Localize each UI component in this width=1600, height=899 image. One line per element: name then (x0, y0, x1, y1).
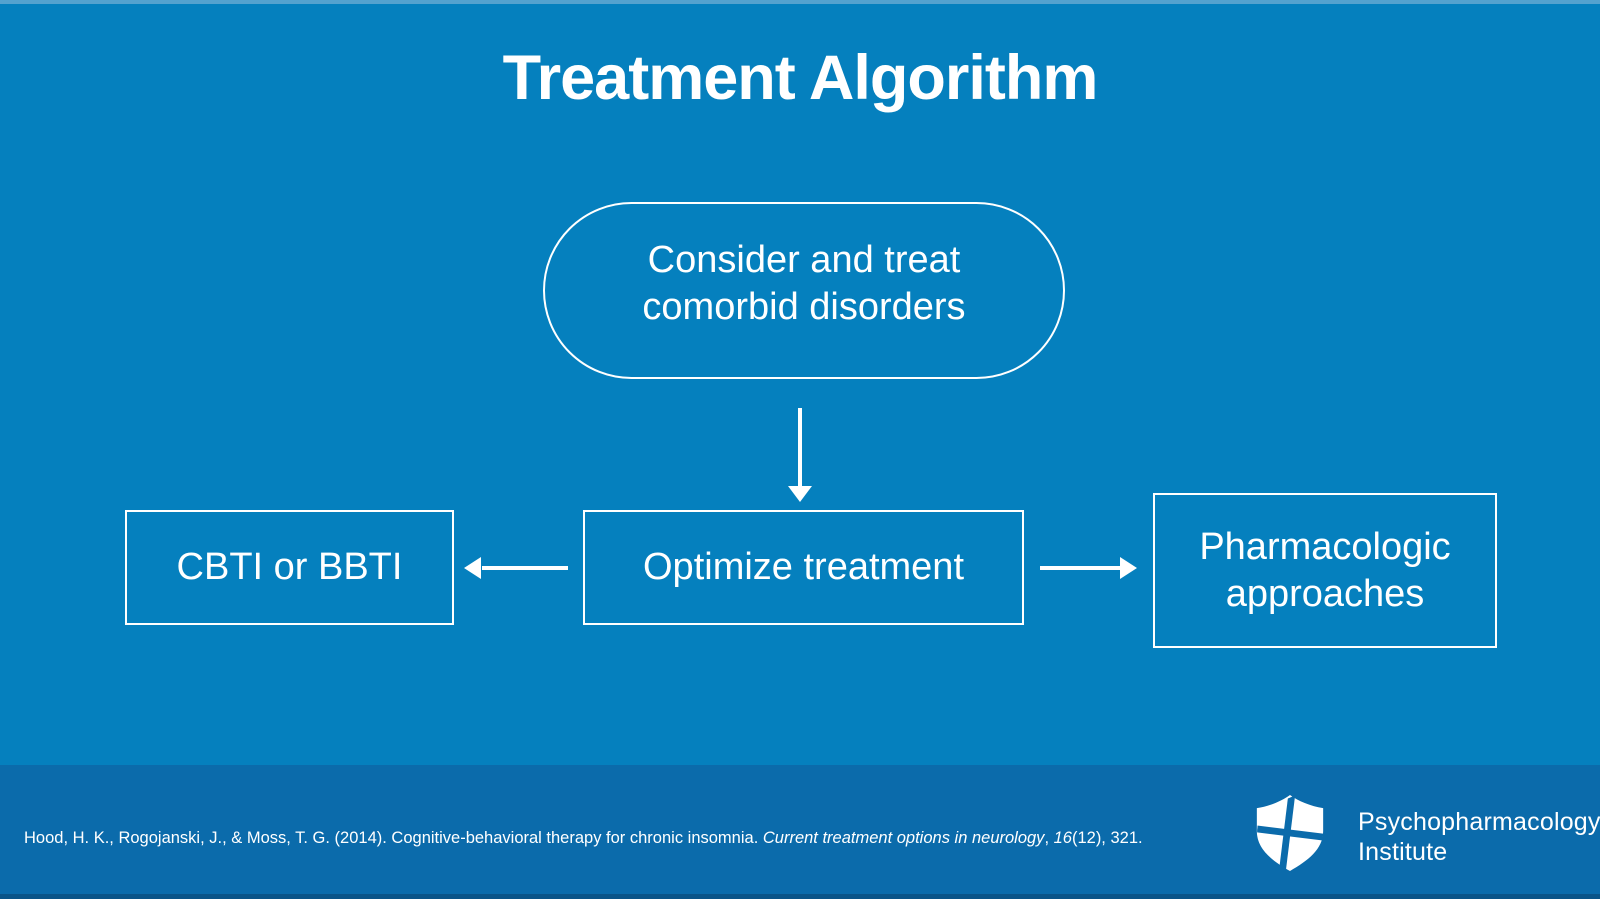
node-cbti-bbti: CBTI or BBTI (125, 510, 454, 625)
arrow-left-icon (482, 566, 568, 570)
logo-line-1: Psychopharmacology (1358, 808, 1600, 836)
shield-logo-icon (1252, 794, 1328, 872)
node-comorbid-disorders: Consider and treat comorbid disorders (543, 202, 1065, 379)
node-cbti-label: CBTI or BBTI (176, 546, 403, 589)
logo-wordmark: Psychopharmacology Institute (1358, 807, 1600, 867)
citation-part: Hood, H. K., Rogojanski, J., & Moss, T. … (24, 829, 763, 847)
slide-title: Treatment Algorithm (502, 43, 1099, 113)
citation-part: , (1044, 829, 1054, 847)
arrow-right-icon (1040, 566, 1122, 570)
citation-journal-italic: Current treatment options in neurology (762, 829, 1045, 847)
node-pharmacologic-label: Pharmacologic approaches (1199, 526, 1451, 615)
footer-bar: Hood, H. K., Rogojanski, J., & Moss, T. … (0, 765, 1600, 899)
arrow-right-head-icon (1120, 557, 1137, 579)
top-accent-strip (0, 0, 1600, 4)
citation-part: (12), 321. (1071, 829, 1143, 847)
node-comorbid-label: Consider and treat comorbid disorders (642, 239, 966, 328)
arrow-down-head-icon (788, 486, 812, 502)
node-optimize-treatment: Optimize treatment (583, 510, 1024, 625)
citation-volume-italic: 16 (1053, 829, 1072, 847)
node-optimize-label: Optimize treatment (643, 546, 964, 589)
arrow-left-head-icon (464, 557, 481, 579)
node-pharmacologic-approaches: Pharmacologic approaches (1153, 493, 1497, 648)
arrow-down-icon (798, 408, 802, 488)
logo-line-2: Institute (1358, 838, 1448, 866)
citation-text: Hood, H. K., Rogojanski, J., & Moss, T. … (24, 828, 1143, 849)
